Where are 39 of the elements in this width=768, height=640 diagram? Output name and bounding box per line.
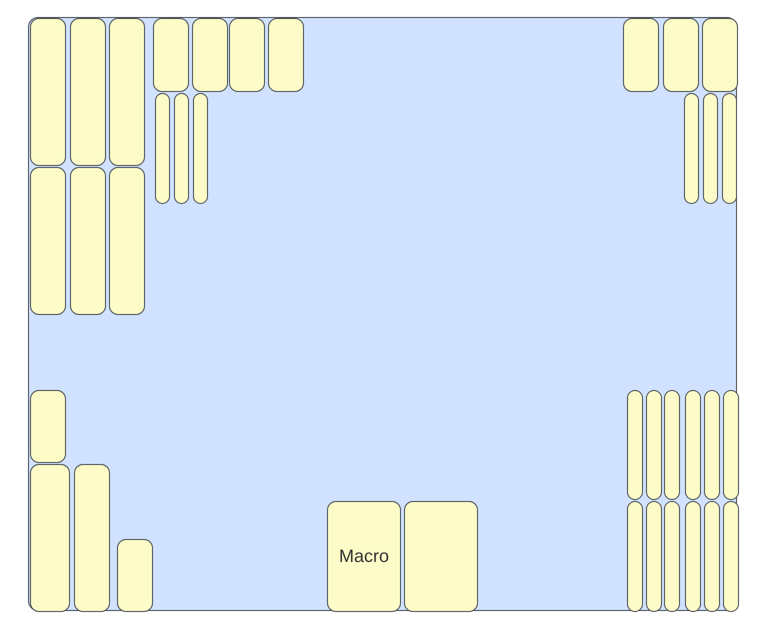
macro-block — [722, 93, 737, 204]
macro-block — [723, 390, 739, 500]
macro-block — [70, 167, 106, 315]
macro-block — [30, 18, 66, 166]
macro-block — [192, 18, 228, 92]
macro-block — [663, 18, 699, 92]
macro-block — [229, 18, 265, 92]
macro-block — [74, 464, 110, 612]
macro-block — [109, 18, 145, 166]
macro-block — [155, 93, 170, 204]
macro-block — [646, 501, 662, 612]
macro-block — [109, 167, 145, 315]
macro-block — [193, 93, 208, 204]
floorplan-area — [28, 17, 737, 611]
macro-block — [30, 390, 66, 463]
macro-block — [702, 18, 738, 92]
macro-block — [664, 501, 680, 612]
macro-block — [627, 501, 643, 612]
macro-block — [627, 390, 643, 500]
macro-block — [30, 464, 70, 612]
macro-block — [174, 93, 189, 204]
macro-block — [685, 501, 701, 612]
macro-block — [703, 93, 718, 204]
macro-block — [70, 18, 106, 166]
macro-block — [623, 18, 659, 92]
macro-block — [684, 93, 699, 204]
macro-block — [117, 539, 153, 612]
macro-block — [704, 390, 720, 500]
macro-block — [30, 167, 66, 315]
macro-block — [404, 501, 478, 612]
block-label: Macro — [338, 546, 389, 567]
macro-block — [685, 390, 701, 500]
macro-block — [327, 501, 401, 612]
macro-block — [664, 390, 680, 500]
macro-block — [704, 501, 720, 612]
macro-block — [268, 18, 304, 92]
macro-block — [646, 390, 662, 500]
macro-block — [723, 501, 739, 612]
macro-block — [153, 18, 189, 92]
